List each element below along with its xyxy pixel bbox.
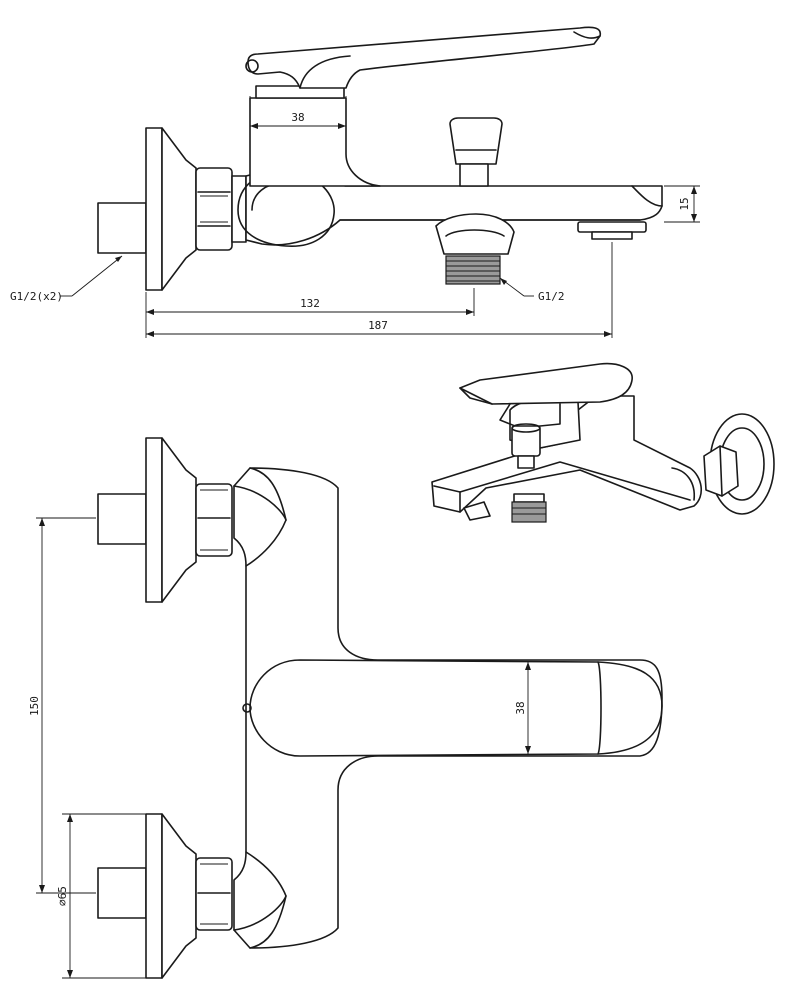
dim-label-150: 150 — [28, 696, 41, 716]
front-view: 38 150 ⌀65 — [28, 437, 663, 979]
side-inlet-pipe — [97, 202, 147, 254]
front-lower-hex-nut — [195, 857, 233, 931]
side-escutcheon-cone — [161, 127, 197, 291]
callout-inlet-thread: G1/2(x2) — [10, 255, 123, 303]
dim-body-height-top: 38 — [249, 96, 347, 130]
front-lever-face — [249, 659, 602, 757]
iso-lever — [459, 362, 633, 405]
side-aerator — [577, 221, 647, 233]
dim-label-15: 15 — [678, 197, 691, 210]
dim-label-diameter-65: ⌀65 — [56, 886, 69, 906]
side-view: 38 15 132 187 — [10, 26, 700, 338]
front-upper-escutcheon — [145, 437, 163, 603]
side-escutcheon-plate — [145, 127, 163, 291]
front-lower-escutcheon — [145, 813, 163, 979]
dim-escutcheon-diameter: ⌀65 — [56, 813, 146, 979]
dim-horizontal-extents: 132 187 — [145, 242, 613, 338]
isometric-view — [431, 362, 775, 523]
side-hex-nut — [195, 167, 233, 251]
dim-label-132: 132 — [300, 297, 320, 310]
dim-centre-distance: 150 — [28, 517, 96, 894]
dim-lever-width-front: 38 — [514, 662, 531, 754]
side-outlet-collar — [435, 213, 515, 255]
side-diverter-knob — [449, 117, 503, 165]
side-outlet-thread — [445, 255, 501, 285]
dim-label-38-top: 38 — [291, 111, 304, 124]
callout-label-outlet: G1/2 — [538, 290, 565, 303]
dim-label-187: 187 — [368, 319, 388, 332]
iso-outlet-thread — [511, 501, 547, 523]
side-lever-handle — [247, 26, 602, 89]
callout-outlet-thread: G1/2 — [499, 277, 565, 303]
dim-spout-thickness: 15 — [664, 185, 700, 223]
side-cartridge-housing — [249, 97, 381, 187]
callout-label-inlet: G1/2(x2) — [10, 290, 63, 303]
front-upper-inlet-pipe — [97, 493, 147, 545]
dim-label-38-front: 38 — [514, 701, 527, 714]
front-upper-hex-nut — [195, 483, 233, 557]
front-lower-inlet-pipe — [97, 867, 147, 919]
